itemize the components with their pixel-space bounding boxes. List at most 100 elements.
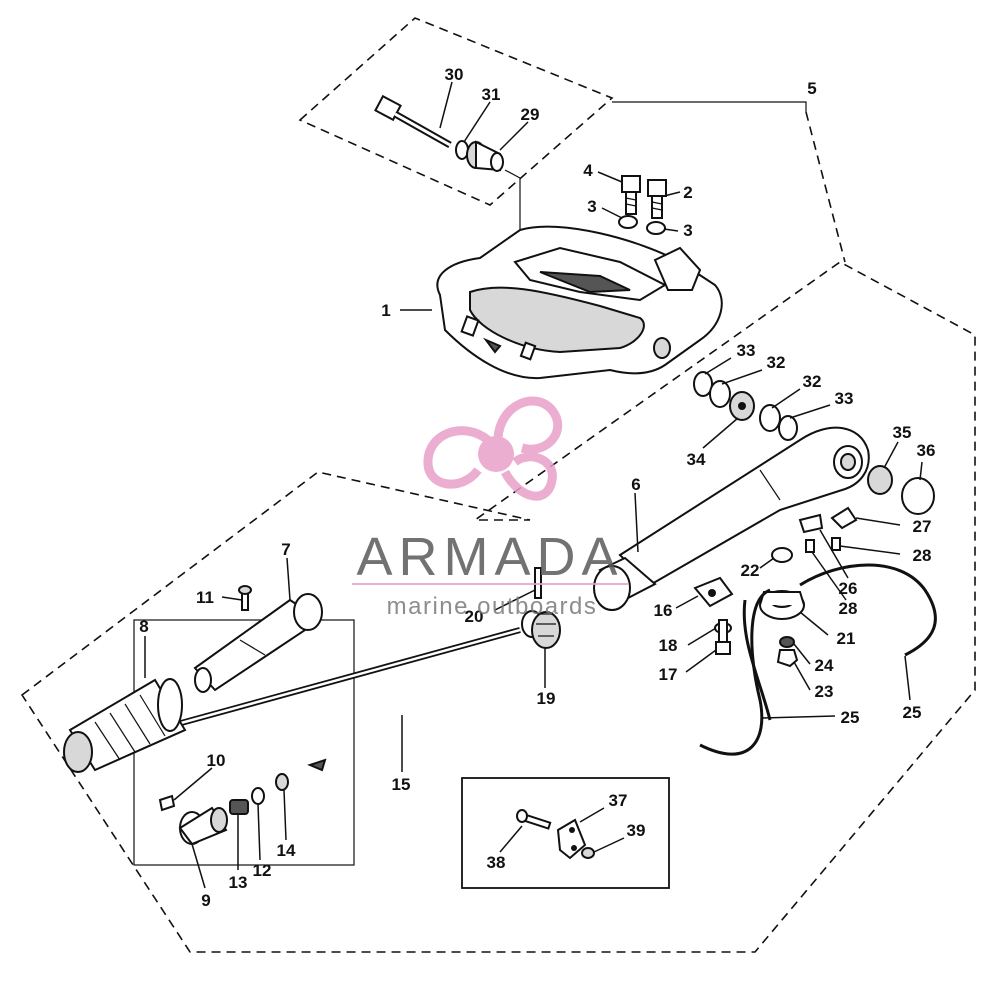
leader-17 <box>685 649 717 673</box>
callout-14: 14 <box>277 841 296 860</box>
leader-30 <box>439 81 453 129</box>
tiller-arm-6 <box>593 426 870 611</box>
screw-28-a <box>831 537 841 551</box>
bracket-line-item-5 <box>612 101 807 112</box>
ring-9 <box>178 806 228 846</box>
cable-25-c <box>742 599 772 721</box>
grip-8 <box>63 678 187 773</box>
washer-32-a <box>709 380 731 408</box>
friction-knob-21 <box>759 590 805 620</box>
leader-16 <box>675 595 699 609</box>
screw-11 <box>238 585 252 611</box>
callout-5: 5 <box>807 79 816 98</box>
tiller-bracket-1 <box>436 225 723 380</box>
leader-29 <box>499 121 529 151</box>
leader-4 <box>597 171 623 183</box>
leader-34 <box>702 417 739 449</box>
callout-23: 23 <box>815 682 834 701</box>
callout-24: 24 <box>815 656 834 675</box>
callout-32-b: 32 <box>803 372 822 391</box>
gear-19 <box>521 610 561 649</box>
callout-1: 1 <box>381 301 390 320</box>
leader-lines <box>144 81 923 889</box>
washer-24 <box>779 636 795 648</box>
callout-8: 8 <box>139 617 148 636</box>
watermark-logo: ARMADA marine outboards <box>352 396 628 620</box>
nut-14 <box>275 773 289 791</box>
spring-13 <box>229 799 249 815</box>
washer-33-b <box>778 415 798 441</box>
callout-25-a: 25 <box>841 708 860 727</box>
callout-4: 4 <box>583 161 593 180</box>
callout-13: 13 <box>229 873 248 892</box>
callout-28-b: 28 <box>839 599 858 618</box>
callout-16: 16 <box>654 601 673 620</box>
leader-11 <box>221 596 243 601</box>
leader-36 <box>919 461 923 481</box>
propeller-icon <box>423 396 563 501</box>
callout-18: 18 <box>659 636 678 655</box>
bracket-16 <box>693 576 734 608</box>
callout-9: 9 <box>201 891 210 910</box>
group-outline-hardware <box>298 17 614 206</box>
callout-25-b: 25 <box>903 703 922 722</box>
screw-10 <box>158 794 176 812</box>
leader-29-to-bracket <box>504 169 521 179</box>
washer-3-b <box>646 221 666 235</box>
callout-28-a: 28 <box>913 546 932 565</box>
bolt-38 <box>516 809 552 830</box>
leader-33-a <box>704 357 732 375</box>
watermark-brand: ARMADA <box>356 527 623 587</box>
rod-15 <box>129 627 521 772</box>
callout-38: 38 <box>487 853 506 872</box>
cable-25-a <box>699 588 771 756</box>
leader-2 <box>663 191 681 197</box>
leader-18 <box>687 627 717 646</box>
leader-32-a <box>721 369 763 385</box>
cap-36 <box>901 477 935 515</box>
leader-22 <box>759 557 775 569</box>
leader-25-b <box>904 655 911 701</box>
callout-3-a: 3 <box>587 197 596 216</box>
leader-6 <box>634 492 639 553</box>
callout-17: 17 <box>659 665 678 684</box>
bushing-29 <box>466 140 504 172</box>
leader-25-a <box>761 715 836 719</box>
leader-28-b <box>811 551 847 601</box>
callout-19: 19 <box>537 689 556 708</box>
leader-23 <box>793 661 811 691</box>
screw-28-b <box>805 539 815 553</box>
group-outline-handle-assembly <box>20 261 976 953</box>
washer-33-a <box>693 371 713 397</box>
nut-23 <box>776 649 799 668</box>
leader-14 <box>283 789 287 841</box>
leader-7 <box>286 557 291 601</box>
leader-20 <box>494 589 536 611</box>
callout-29: 29 <box>521 105 540 124</box>
leader-9 <box>191 843 206 889</box>
leader-10 <box>173 767 213 801</box>
leader-12 <box>257 803 261 861</box>
leader-39 <box>593 837 625 853</box>
callout-10: 10 <box>207 751 226 770</box>
callout-31: 31 <box>482 85 501 104</box>
watermark-tagline: marine outboards <box>387 593 598 620</box>
callout-3-b: 3 <box>683 221 692 240</box>
bolt-17 <box>715 619 731 655</box>
leader-3-a <box>601 207 623 219</box>
washer-3-a <box>618 215 638 229</box>
leader-32-b <box>771 388 801 409</box>
callout-22: 22 <box>741 561 760 580</box>
leader-28-a <box>839 545 901 555</box>
callout-6: 6 <box>631 475 640 494</box>
callout-labels: 1 2 3 3 4 5 6 7 8 9 10 11 12 13 14 15 16… <box>139 65 935 910</box>
callout-21: 21 <box>837 629 856 648</box>
callout-34: 34 <box>687 450 706 469</box>
leader-24 <box>793 643 811 665</box>
leader-38 <box>499 825 523 853</box>
callout-35: 35 <box>893 423 912 442</box>
callout-2: 2 <box>683 183 692 202</box>
bracket-line-item-5-b <box>805 111 846 263</box>
washer-22 <box>771 547 793 563</box>
leader-35 <box>883 441 899 469</box>
